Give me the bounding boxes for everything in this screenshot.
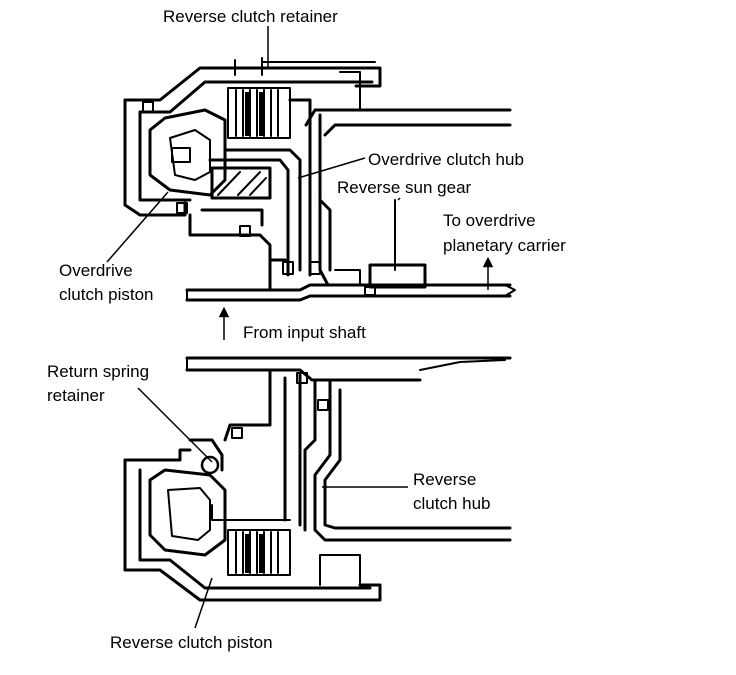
label-overdrive-clutch-hub: Overdrive clutch hub bbox=[368, 150, 524, 169]
lower-assembly bbox=[123, 356, 512, 602]
label-overdrive-piston-line2: clutch piston bbox=[59, 285, 154, 304]
label-reverse-clutch-hub-line1: Reverse bbox=[413, 470, 476, 489]
leader-lines bbox=[106, 26, 494, 629]
label-return-spring-line1: Return spring bbox=[47, 362, 149, 381]
label-to-overdrive-line2: planetary carrier bbox=[443, 236, 566, 255]
upper-assembly bbox=[123, 57, 516, 302]
label-reverse-clutch-retainer: Reverse clutch retainer bbox=[163, 7, 338, 26]
label-reverse-sun-gear: Reverse sun gear bbox=[337, 178, 472, 197]
leader-reverse-sun-gear bbox=[397, 197, 401, 201]
label-from-input-shaft: From input shaft bbox=[243, 323, 366, 342]
label-overdrive-piston-line1: Overdrive bbox=[59, 261, 133, 280]
leader-reverse-clutch-piston bbox=[194, 577, 213, 629]
label-to-overdrive-line1: To overdrive bbox=[443, 211, 536, 230]
label-return-spring-line2: retainer bbox=[47, 386, 105, 405]
leader-overdrive-clutch-hub bbox=[297, 157, 366, 179]
leader-overdrive-clutch-piston bbox=[106, 191, 169, 263]
label-reverse-clutch-hub-line2: clutch hub bbox=[413, 494, 491, 513]
label-reverse-clutch-piston: Reverse clutch piston bbox=[110, 633, 273, 652]
leader-return-spring-retainer bbox=[137, 387, 213, 463]
